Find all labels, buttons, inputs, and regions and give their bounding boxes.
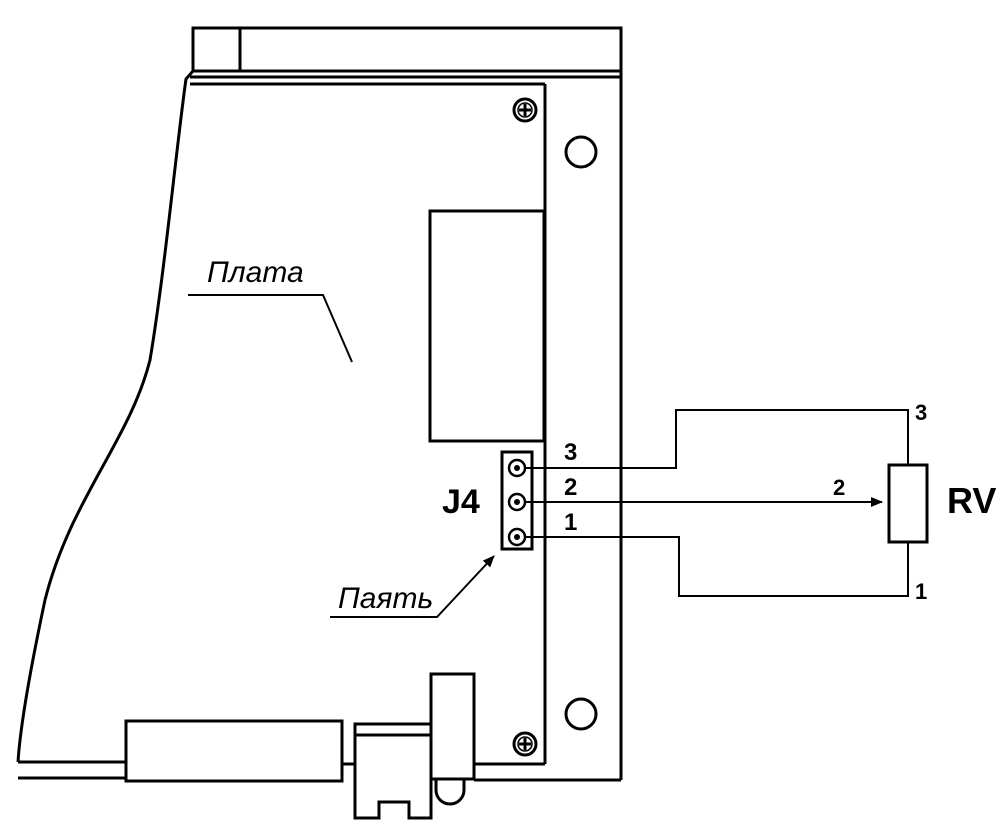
wires	[525, 409, 909, 597]
j4-pin-number: 2	[564, 474, 577, 501]
switch-body	[353, 722, 433, 820]
pcb-board	[190, 82, 547, 766]
resistor-body	[887, 463, 929, 544]
resistor-label: RV	[947, 480, 996, 521]
j4-label: J4	[442, 483, 480, 521]
j4-pin	[507, 458, 527, 478]
board-leader-line	[188, 294, 353, 363]
j4-pin-number: 3	[564, 439, 577, 466]
solder-label: Паять	[338, 582, 433, 615]
wire-pin3	[525, 409, 909, 469]
led-body	[429, 672, 476, 781]
mounting-hole	[564, 135, 598, 169]
j4-connector: J4 3 2 1	[442, 439, 577, 551]
solder-label-group: Паять	[330, 555, 495, 618]
housing	[16, 26, 623, 782]
screw-icon	[512, 731, 538, 757]
j4-pin-number: 1	[564, 509, 577, 536]
solder-arrow	[330, 555, 495, 618]
wire-pin1	[525, 536, 909, 597]
board-label-group: Плата	[188, 256, 353, 363]
bottom-connector	[124, 719, 344, 783]
bottom-parts	[124, 672, 476, 820]
resistor-pin-number: 3	[915, 400, 927, 425]
pcb-component	[428, 209, 546, 443]
j4-pin	[507, 492, 527, 512]
resistor-pin-number: 2	[833, 475, 845, 500]
board-label: Плата	[207, 256, 304, 289]
j4-housing	[500, 450, 534, 551]
resistor-pin-number: 1	[915, 579, 927, 604]
screw-icon	[512, 97, 538, 123]
resistor-rv: RV 3 2 1	[833, 400, 996, 604]
led-lens	[434, 779, 466, 806]
housing-top-strip	[191, 26, 623, 73]
mounting-hole	[564, 697, 598, 731]
j4-pin	[507, 527, 527, 547]
